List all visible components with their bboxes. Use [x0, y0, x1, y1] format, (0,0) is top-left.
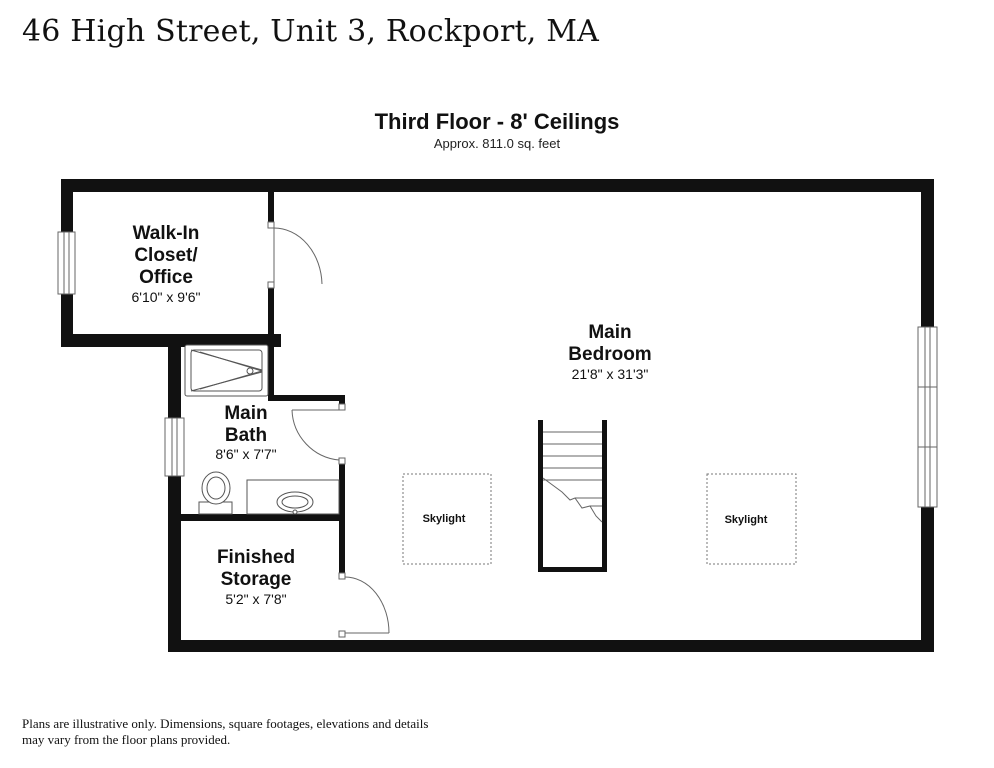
bath-dimensions: 8'6" x 7'7"	[215, 446, 276, 462]
floor-area: Approx. 811.0 sq. feet	[433, 136, 561, 151]
sink-icon	[246, 479, 340, 515]
bath-name-line-1: Main	[224, 403, 267, 424]
storage-dimensions: 5'2" x 7'8"	[225, 591, 286, 607]
skylight-right-label: Skylight	[725, 514, 768, 526]
bedroom-name-line-1: Main	[588, 322, 631, 343]
skylight-left	[402, 473, 492, 565]
storage-name-line-1: Finished	[217, 547, 295, 568]
windows	[57, 231, 938, 508]
closet-name-line-2: Closet/	[134, 245, 198, 266]
closet-name-line-1: Walk-In	[133, 223, 200, 244]
walls	[61, 179, 934, 652]
bedroom-name-line-2: Bedroom	[568, 344, 651, 365]
property-address: 46 High Street, Unit 3, Rockport, MA	[22, 14, 600, 49]
disclaimer: Plans are illustrative only. Dimensions,…	[22, 716, 429, 747]
bath-fixtures	[184, 344, 340, 515]
floor-title: Third Floor - 8' Ceilings	[374, 109, 620, 134]
closet-name-line-3: Office	[139, 267, 193, 288]
skylight-left-label: Skylight	[423, 513, 466, 525]
doors	[267, 221, 390, 638]
closet-dimensions: 6'10" x 9'6"	[132, 289, 201, 305]
storage-name-line-2: Storage	[221, 569, 292, 590]
skylight-right	[706, 473, 797, 565]
toilet-icon	[198, 471, 233, 515]
bath-name-line-2: Bath	[225, 425, 267, 446]
bedroom-dimensions: 21'8" x 31'3"	[572, 366, 649, 382]
skylights	[402, 473, 797, 565]
stairs	[542, 431, 603, 523]
floor-plan: Walk-In Closet/ Office 6'10" x 9'6" Main…	[57, 179, 938, 652]
